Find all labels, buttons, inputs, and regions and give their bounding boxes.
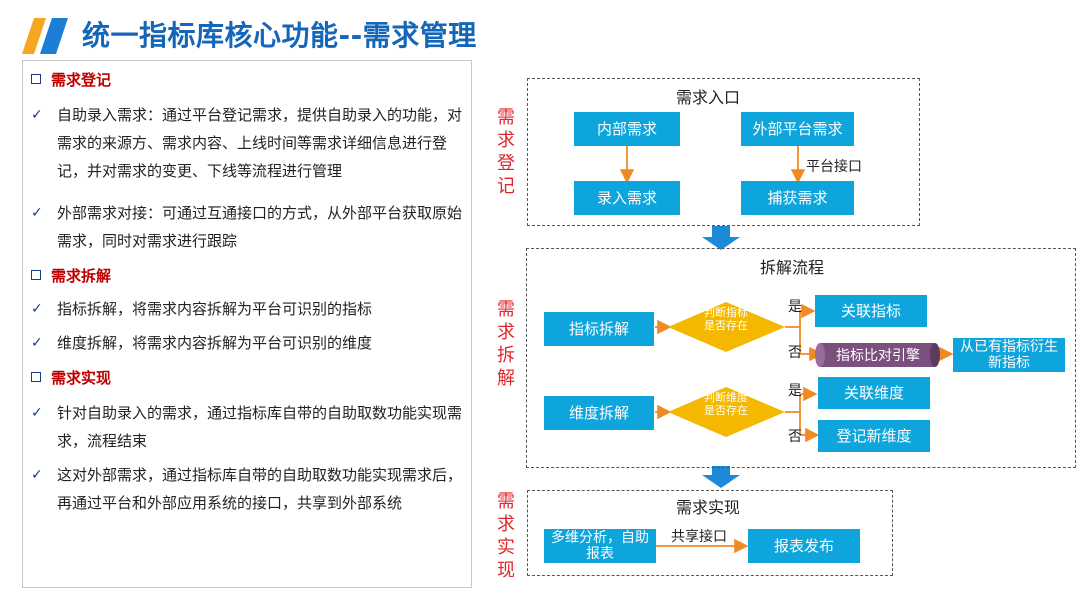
analysis-box: 多维分析，自助报表 — [544, 529, 656, 563]
derive-metric-box: 从已有指标衍生新指标 — [953, 338, 1065, 372]
bullet-metric-split: ✓指标拆解，将需求内容拆解为平台可识别的指标 — [31, 295, 467, 323]
implement-title: 需求实现 — [676, 498, 741, 517]
bullet-external-dock: ✓外部需求对接：可通过互通接口的方式，从外部平台获取原始需求，同时对需求进行跟踪 — [31, 199, 467, 255]
side-label-register: 需求登记 — [497, 107, 515, 197]
title-logo-icon — [22, 18, 68, 54]
input-demand-box: 录入需求 — [574, 181, 680, 215]
section-heading-implement: 需求实现 — [31, 367, 111, 388]
arrow-dimension-yes — [785, 386, 818, 413]
square-bullet-icon — [31, 73, 41, 84]
diamond-dimension-label: 判断维度是否存在 — [704, 391, 748, 417]
check-icon: ✓ — [31, 467, 43, 483]
metric-no-label: 否 — [788, 345, 802, 361]
check-icon: ✓ — [31, 205, 43, 221]
platform-interface-label: 平台接口 — [806, 159, 862, 175]
entry-title: 需求入口 — [676, 88, 741, 107]
check-icon: ✓ — [31, 335, 43, 351]
section-heading-register: 需求登记 — [31, 69, 111, 90]
share-interface-label: 共享接口 — [671, 529, 727, 545]
metric-yes-label: 是 — [788, 299, 802, 315]
arrow-dimension-no — [799, 412, 820, 443]
bullet-external-implement: ✓这对外部需求，通过指标库自带的自助取数功能实现需求后，再通过平台和外部应用系统… — [31, 461, 467, 517]
check-icon: ✓ — [31, 107, 43, 123]
square-bullet-icon — [31, 371, 41, 382]
bullet-self-input: ✓自助录入需求：通过平台登记需求，提供自助录入的功能，对需求的来源方、需求内容、… — [31, 101, 467, 185]
big-down-arrow-2 — [702, 466, 740, 488]
dimension-no-label: 否 — [788, 429, 802, 445]
compare-engine-label: 指标比对引擎 — [836, 348, 920, 364]
diamond-metric-label: 判断指标是否存在 — [704, 306, 748, 332]
side-label-decompose: 需求拆解 — [497, 299, 515, 389]
publish-box: 报表发布 — [748, 529, 860, 563]
diamond-dimension-shape — [668, 387, 785, 437]
check-icon: ✓ — [31, 405, 43, 421]
metric-split-box: 指标拆解 — [544, 312, 654, 346]
square-bullet-icon — [31, 269, 41, 280]
decompose-title: 拆解流程 — [760, 258, 825, 277]
compare-engine-cylinder-icon — [815, 343, 940, 367]
arrow-metric-yes — [785, 303, 816, 328]
register-dimension-box: 登记新维度 — [818, 420, 930, 452]
external-demand-box: 外部平台需求 — [741, 112, 854, 146]
capture-demand-box: 捕获需求 — [741, 181, 854, 215]
bullet-self-implement: ✓针对自助录入的需求，通过指标库自带的自助取数功能实现需求，流程结束 — [31, 399, 467, 455]
diamond-metric-shape — [668, 302, 785, 352]
implement-section — [527, 490, 893, 576]
arrow-metric-no — [799, 327, 824, 362]
side-label-implement: 需求实现 — [497, 491, 515, 581]
dimension-yes-label: 是 — [788, 383, 802, 399]
big-down-arrow-1 — [702, 226, 740, 250]
entry-section — [527, 78, 920, 226]
section-heading-decompose: 需求拆解 — [31, 265, 111, 286]
dimension-split-box: 维度拆解 — [544, 396, 654, 430]
check-icon: ✓ — [31, 301, 43, 317]
bullet-dimension-split: ✓维度拆解，将需求内容拆解为平台可识别的维度 — [31, 329, 467, 357]
page-title: 统一指标库核心功能--需求管理 — [82, 19, 477, 52]
description-panel: 需求登记 ✓自助录入需求：通过平台登记需求，提供自助录入的功能，对需求的来源方、… — [22, 60, 472, 588]
decompose-section — [526, 248, 1076, 468]
link-metric-box: 关联指标 — [815, 295, 927, 327]
link-dimension-box: 关联维度 — [818, 377, 930, 409]
internal-demand-box: 内部需求 — [574, 112, 680, 146]
